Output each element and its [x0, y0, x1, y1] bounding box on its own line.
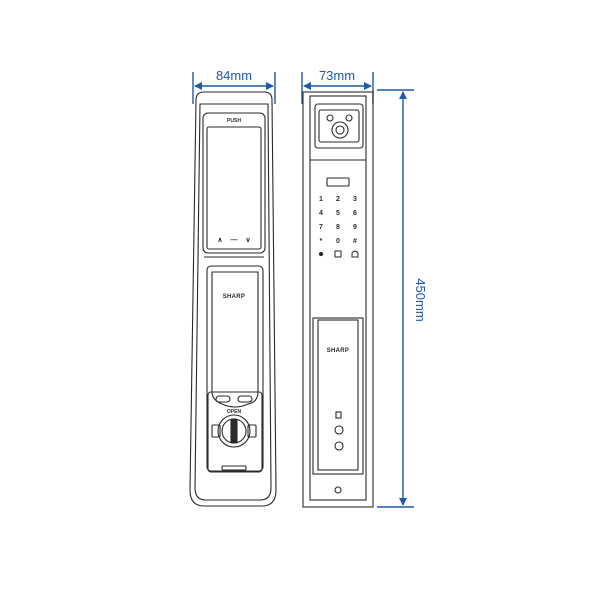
key-8: 8 — [336, 224, 340, 231]
key-1: 1 — [319, 196, 323, 203]
open-label: OPEN — [227, 409, 242, 415]
lock-icon — [351, 250, 359, 258]
side-keypad: 1 2 3 4 5 6 7 8 9 * 0 # — [319, 196, 357, 245]
dimension-width-front — [192, 72, 276, 104]
dimension-label-side: 73mm — [319, 68, 355, 83]
key-0: 0 — [336, 238, 340, 245]
nav-down-icon: ∨ — [245, 237, 250, 244]
dimension-label-height: 450mm — [413, 278, 428, 321]
key-5: 5 — [336, 210, 340, 217]
side-status-icons — [318, 250, 359, 258]
dimension-height — [377, 89, 414, 508]
front-brand-logo: SHARP — [223, 294, 246, 300]
nav-menu-icon: — — [231, 237, 238, 244]
side-view — [302, 91, 374, 508]
front-view — [189, 91, 277, 507]
nav-up-icon: ∧ — [217, 237, 222, 244]
key-4: 4 — [319, 210, 323, 217]
key-star: * — [320, 238, 323, 245]
bell-icon — [334, 250, 342, 258]
dimension-label-front: 84mm — [216, 68, 252, 83]
key-9: 9 — [353, 224, 357, 231]
key-hash: # — [353, 238, 357, 245]
key-2: 2 — [336, 196, 340, 203]
key-3: 3 — [353, 196, 357, 203]
key-7: 7 — [319, 224, 323, 231]
side-brand-logo: SHARP — [327, 348, 350, 354]
key-6: 6 — [353, 210, 357, 217]
push-label: PUSH — [227, 118, 241, 124]
dot-icon — [318, 251, 324, 257]
